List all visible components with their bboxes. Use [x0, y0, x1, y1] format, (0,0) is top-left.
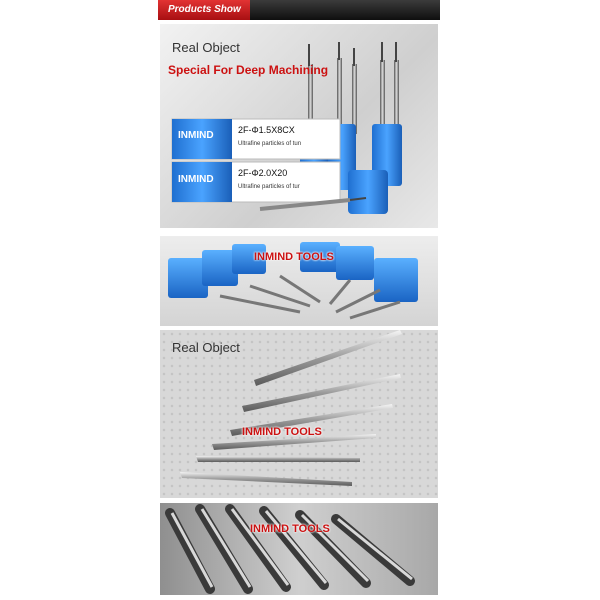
box2-sub: Ultrafine particles of tur: [238, 184, 300, 190]
special-deep-machining-label: Special For Deep Machining: [168, 63, 329, 77]
real-object-label-2: Real Object: [172, 340, 240, 355]
end-mills-closeup-illustration: [165, 504, 415, 594]
end-mills-with-holders-illustration: [171, 42, 402, 214]
products-show-header: Products Show: [158, 0, 440, 20]
box2-brand: INMIND: [178, 174, 214, 185]
header-title: Products Show: [168, 4, 241, 15]
header-tab: Products Show: [158, 0, 250, 20]
product-image-3: Real Object INMIND TOOLS: [160, 330, 438, 498]
box2-spec: 2F-Φ2.0X20: [238, 168, 288, 178]
real-object-label: Real Object: [172, 40, 240, 55]
product-image-2: INMIND TOOLS: [160, 236, 438, 326]
box1-sub: Ultrafine particles of tun: [238, 141, 302, 147]
box1-brand: INMIND: [178, 130, 214, 141]
brand-watermark: INMIND TOOLS: [254, 251, 334, 263]
brand-watermark-3: INMIND TOOLS: [250, 523, 330, 535]
brand-watermark-2: INMIND TOOLS: [242, 426, 322, 438]
product-image-4: INMIND TOOLS: [160, 503, 438, 595]
end-mills-row-illustration: [168, 242, 418, 320]
end-mills-lineup-illustration: [180, 330, 402, 486]
box1-spec: 2F-Φ1.5X8CX: [238, 125, 295, 135]
product-image-1: Real Object Special For Deep Machining I…: [160, 24, 438, 228]
